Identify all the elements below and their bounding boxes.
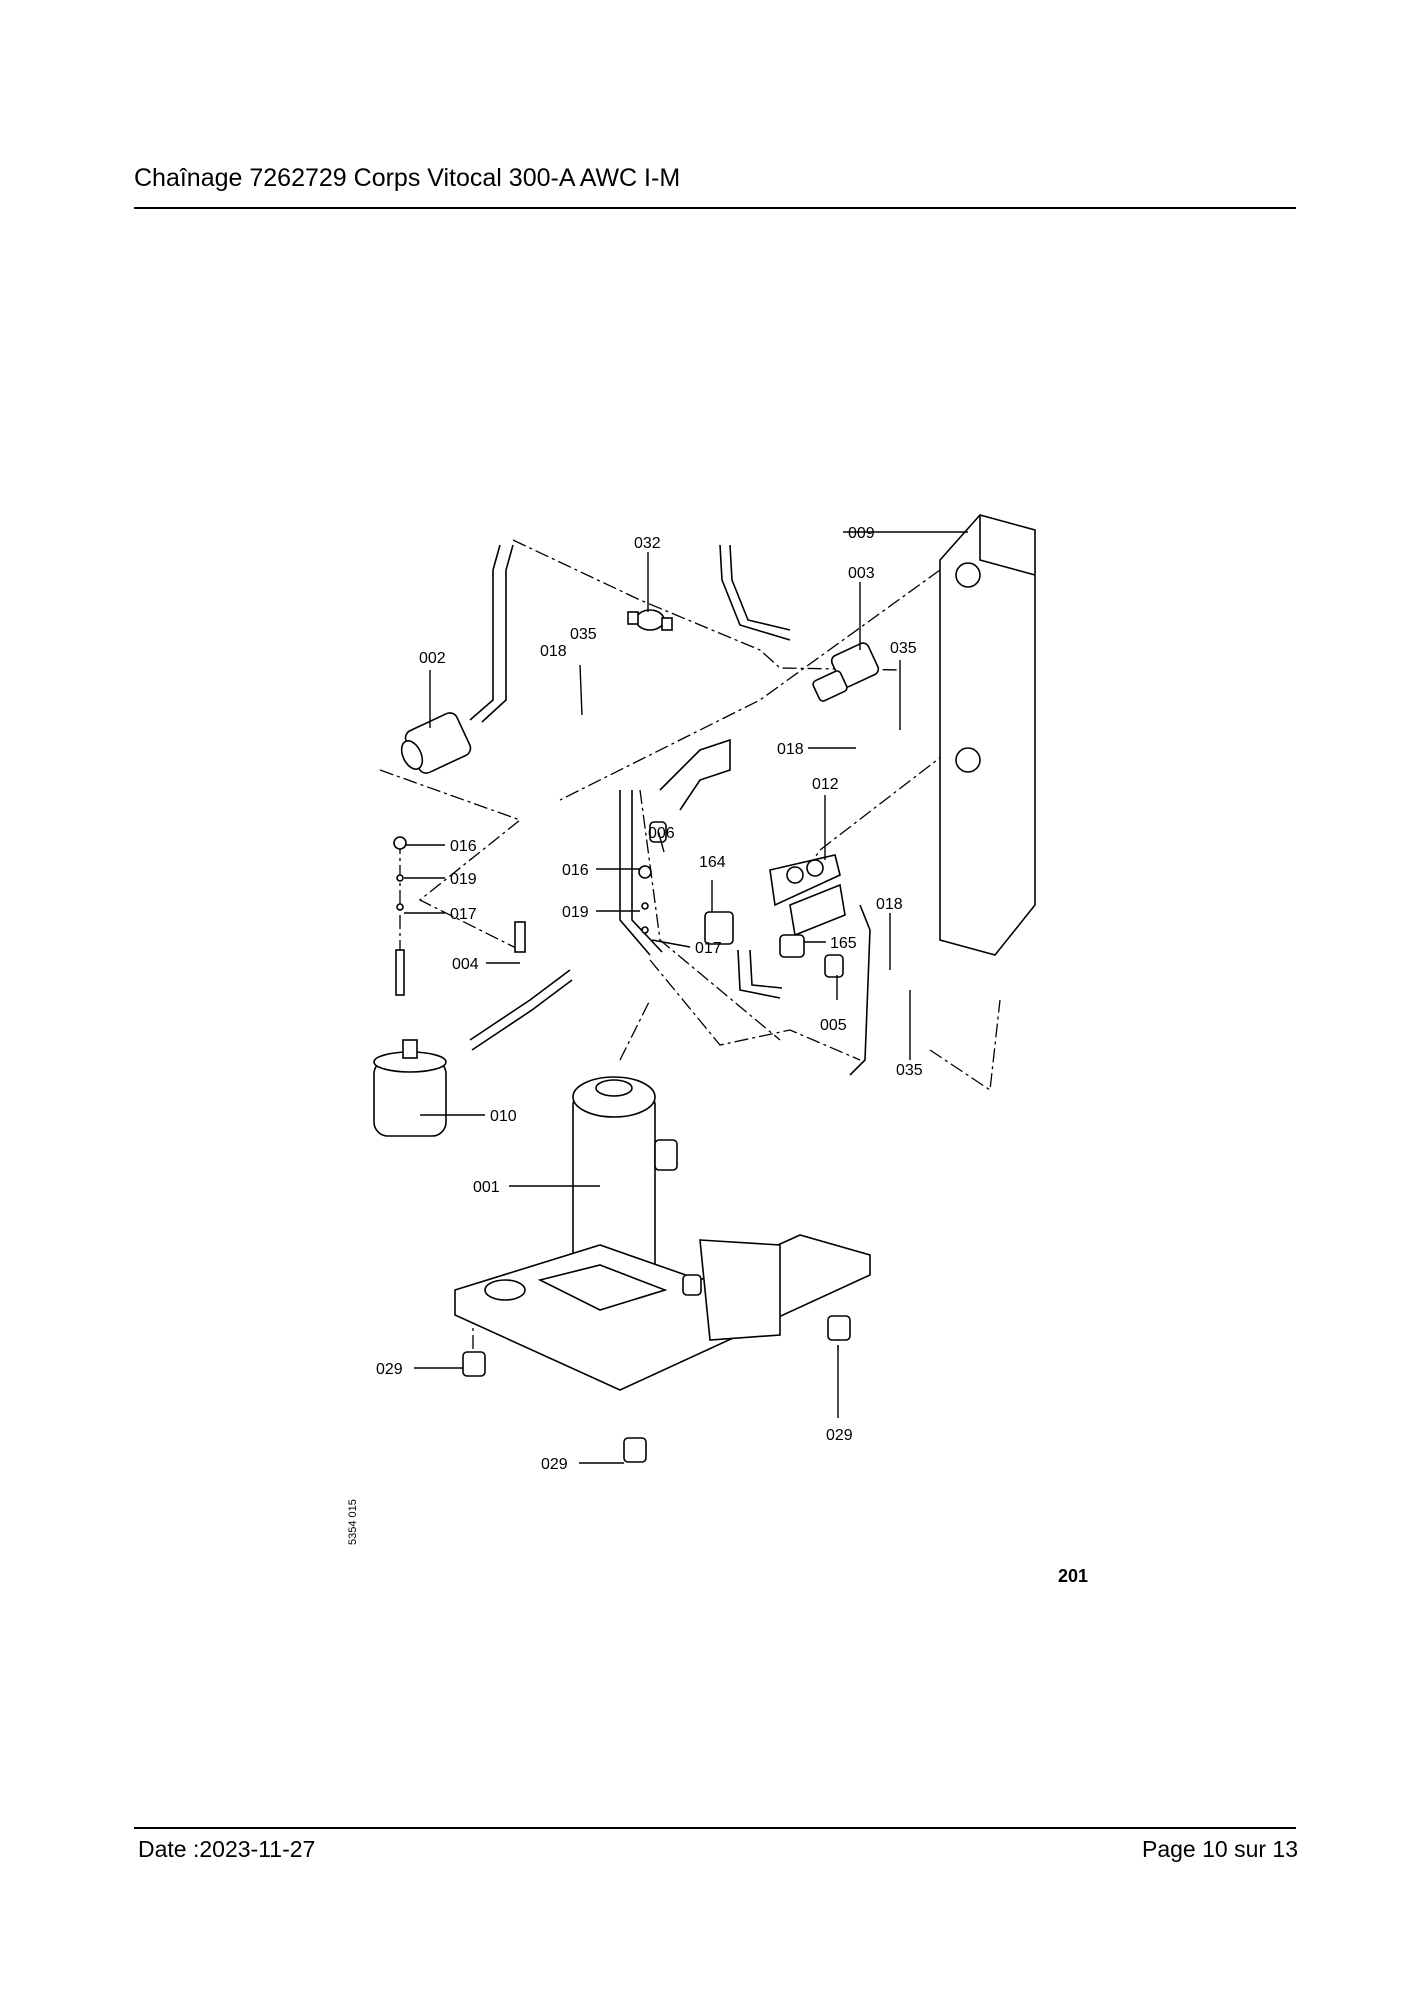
callout-label: 032 — [634, 535, 661, 552]
damper-029-front — [623, 1437, 647, 1463]
damper-029-inner — [682, 1274, 702, 1296]
filter-drier-002 — [400, 712, 472, 774]
callout-label: 017 — [695, 940, 722, 957]
callout-label: 003 — [848, 565, 875, 582]
leader-lines — [404, 531, 968, 1464]
drawing-code: 5354 015 — [347, 1499, 359, 1545]
callout-label: 164 — [699, 854, 726, 871]
valve-block-012 — [769, 854, 846, 937]
damper-029-right — [827, 1315, 851, 1341]
callout-label: 029 — [376, 1361, 403, 1378]
callout-label: 019 — [450, 871, 477, 888]
footer-divider — [134, 1827, 1296, 1829]
diagram-page-number: 201 — [1058, 1566, 1088, 1586]
header-divider — [134, 207, 1296, 209]
callout-label: 035 — [896, 1062, 923, 1079]
callout-label: 035 — [570, 626, 597, 643]
footer-page-indicator: Page 10 sur 13 — [1141, 1836, 1298, 1862]
callout-label: 016 — [450, 838, 477, 855]
callout-label: 002 — [419, 650, 446, 667]
callout-labels: 002 032 009 003 035 018 035 018 012 016 … — [376, 525, 923, 1473]
callout-label: 018 — [876, 896, 903, 913]
plate-heat-exchanger-009 — [939, 514, 1036, 956]
callout-label: 017 — [450, 906, 477, 923]
callout-label: 012 — [812, 776, 839, 793]
callout-label: 018 — [777, 741, 804, 758]
base-plate — [454, 1234, 871, 1391]
coil-164 — [704, 911, 734, 945]
callout-label: 029 — [541, 1456, 568, 1473]
callout-label: 035 — [890, 640, 917, 657]
footer-date: Date :2023-11-27 — [138, 1836, 316, 1862]
assembly-lines — [379, 539, 1001, 1350]
callout-label: 016 — [562, 862, 589, 879]
callout-label: 001 — [473, 1179, 500, 1196]
callout-label: 019 — [562, 904, 589, 921]
callout-label: 018 — [540, 643, 567, 660]
accumulator-010 — [373, 1039, 447, 1137]
component-003 — [812, 642, 880, 702]
pipework — [469, 544, 871, 1076]
callout-label: 029 — [826, 1427, 853, 1444]
compressor-001 — [572, 1076, 678, 1296]
callout-label: 165 — [830, 935, 857, 952]
valve-032 — [627, 609, 673, 631]
callout-label: 010 — [490, 1108, 517, 1125]
callout-label: 009 — [848, 525, 875, 542]
page-title: Chaînage 7262729 Corps Vitocal 300-A AWC… — [134, 164, 681, 192]
callout-label: 004 — [452, 956, 479, 973]
coil-165 — [779, 934, 805, 958]
damper-029-left — [462, 1351, 486, 1377]
callout-label: 006 — [648, 825, 675, 842]
callout-label: 005 — [820, 1017, 847, 1034]
